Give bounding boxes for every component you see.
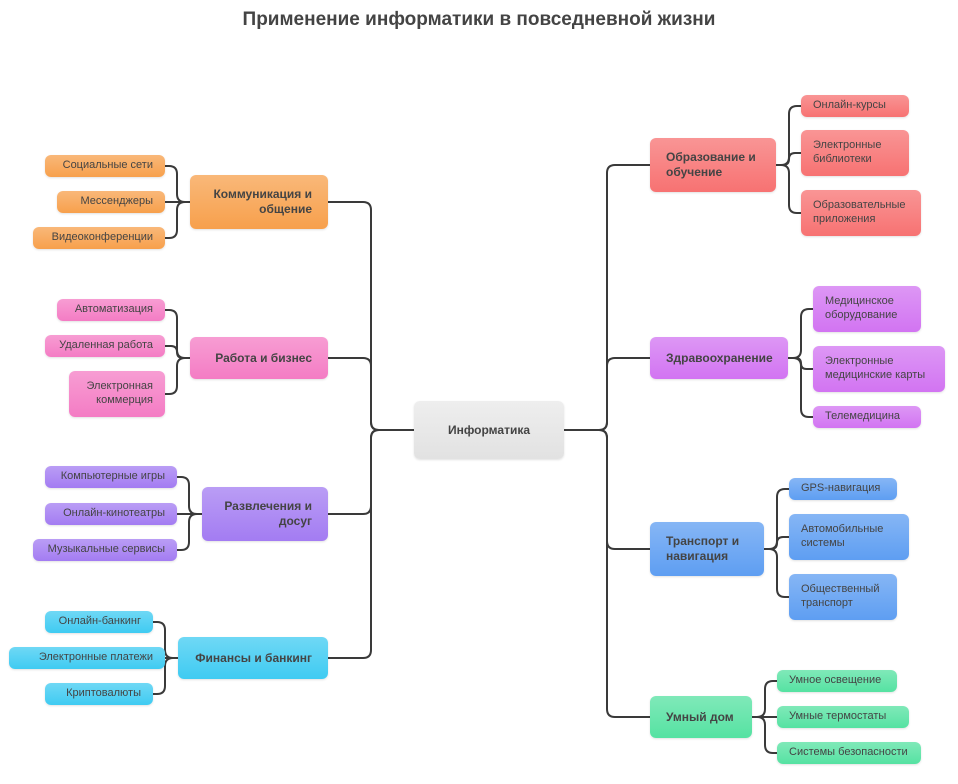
leaf-connector — [161, 357, 196, 395]
leaf-node: Онлайн-кинотеатры — [45, 503, 177, 525]
leaf-node: GPS-навигация — [789, 478, 897, 500]
leaf-node: Онлайн-курсы — [801, 95, 909, 117]
leaf-node: Онлайн-банкинг — [45, 611, 153, 633]
branch-node: Образование и обучение — [650, 138, 776, 192]
leaf-node: Системы безопасности — [777, 742, 921, 764]
leaf-node: Криптовалюты — [45, 683, 153, 705]
leaf-node: Электронная коммерция — [69, 371, 165, 417]
leaf-node: Электронные платежи — [9, 647, 165, 669]
branch-connector — [322, 429, 414, 659]
leaf-node: Музыкальные сервисы — [33, 539, 177, 561]
leaf-node: Удаленная работа — [45, 335, 165, 357]
leaf-node: Образовательные приложения — [801, 190, 921, 236]
leaf-connector — [173, 513, 208, 551]
leaf-node: Умное освещение — [777, 670, 897, 692]
leaf-node: Медицинское оборудование — [813, 286, 921, 332]
branch-connector — [564, 429, 656, 718]
branch-node: Умный дом — [650, 696, 752, 738]
leaf-node: Умные термостаты — [777, 706, 909, 728]
branch-node: Коммуникация и общение — [190, 175, 328, 229]
leaf-connector — [770, 164, 805, 214]
branch-node: Транспорт и навигация — [650, 522, 764, 576]
diagram-title: Применение информатики в повседневной жи… — [242, 9, 716, 30]
leaf-node: Видеоконференции — [33, 227, 165, 249]
branch-connector — [322, 429, 414, 515]
branch-node: Работа и бизнес — [190, 337, 328, 379]
leaf-connector — [758, 548, 793, 598]
branch-node: Здравоохранение — [650, 337, 788, 379]
center-node: Информатика — [414, 401, 564, 459]
leaf-connector — [782, 357, 817, 418]
branch-node: Развлечения и досуг — [202, 487, 328, 541]
branch-connector — [564, 429, 656, 550]
branch-connector — [564, 164, 656, 431]
branch-connector — [564, 357, 656, 431]
leaf-node: Социальные сети — [45, 155, 165, 177]
leaf-node: Общественный транспорт — [789, 574, 897, 620]
branch-connector — [322, 201, 414, 431]
leaf-node: Электронные библиотеки — [801, 130, 909, 176]
leaf-node: Электронные медицинские карты — [813, 346, 945, 392]
leaf-connector — [746, 716, 781, 754]
leaf-node: Компьютерные игры — [45, 466, 177, 488]
branch-node: Финансы и банкинг — [178, 637, 328, 679]
leaf-connector — [161, 201, 196, 239]
leaf-node: Автомобильные системы — [789, 514, 909, 560]
branch-connector — [322, 357, 414, 431]
leaf-node: Мессенджеры — [57, 191, 165, 213]
leaf-connector — [149, 657, 184, 695]
leaf-node: Телемедицина — [813, 406, 921, 428]
leaf-node: Автоматизация — [57, 299, 165, 321]
